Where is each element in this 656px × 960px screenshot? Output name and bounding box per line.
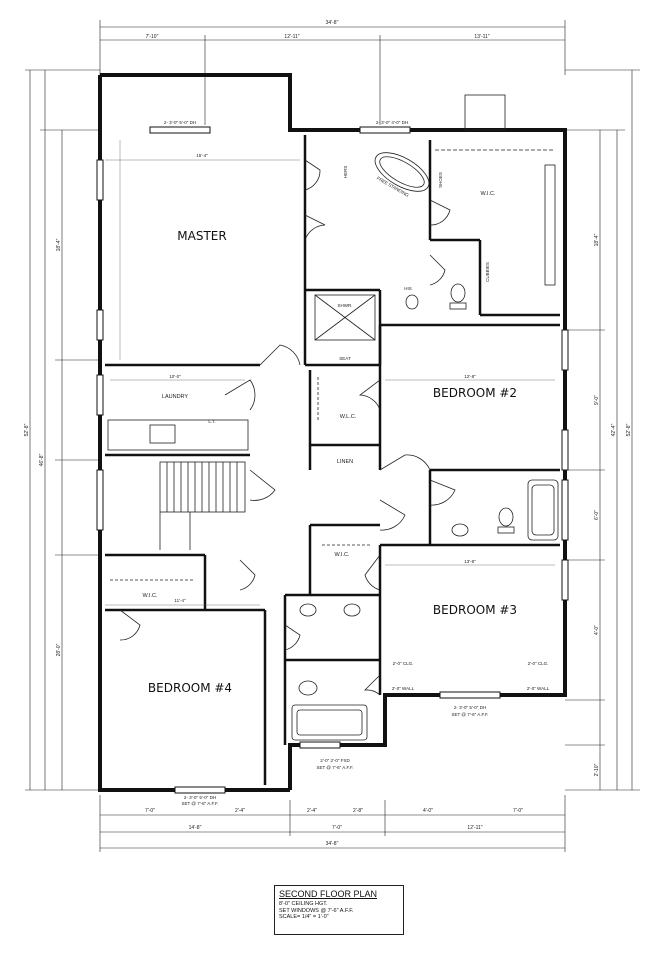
- dim-right-e: 4'-0": [594, 625, 600, 635]
- tub-icon: [374, 152, 430, 192]
- bottom-dimensions: [99, 795, 566, 852]
- dim-bottom-left: 14'-8": [189, 825, 202, 831]
- room-seat: SEAT: [339, 356, 351, 361]
- room-free-standing: FREE STANDING: [376, 175, 410, 198]
- room-master: MASTER: [177, 229, 226, 243]
- dim-bed4-width: 11'-4": [174, 598, 186, 603]
- dim-bed2-width: 12'-8": [464, 374, 476, 379]
- room-linen: LINEN: [337, 459, 353, 465]
- fixtures: [107, 149, 559, 741]
- window-label-bed4-set: SET @ 7'-6" A.F.F.: [182, 801, 219, 806]
- dim-bot-c: 2'-4": [307, 808, 317, 814]
- room-bedroom-2: BEDROOM #2: [433, 386, 517, 400]
- room-bedroom-3: BEDROOM #3: [433, 603, 517, 617]
- scale-note: SCALE= 1/4" = 1'-0": [279, 914, 329, 920]
- dim-bot-d: 2'-8": [353, 808, 363, 814]
- chimney-outline: [464, 94, 506, 131]
- toilet-icon: [450, 283, 466, 303]
- left-dimensions: [25, 69, 100, 791]
- room-shower: SHWR.: [338, 303, 353, 308]
- doors: [119, 159, 456, 696]
- dim-left-b: 18'-4": [56, 238, 62, 251]
- dim-bot-f: 7'-0": [513, 808, 523, 814]
- dim-left-c: 28'-0": [56, 643, 62, 656]
- dim-bot-e: 4'-0": [423, 808, 433, 814]
- room-shoes: SHOES: [438, 172, 443, 188]
- window-label-bed4: 2- 3'-0" 5'-0" DH: [184, 795, 216, 800]
- window-label-bath: 2'-0" 2'-0" FXD: [320, 758, 350, 763]
- window-labels: 2- 3'-0" 5'-0" DH 2- 3'-0" 4'-0" DH 2- 3…: [164, 120, 489, 806]
- dim-bottom-overall: 34'-8": [326, 841, 339, 847]
- window-label-bath-set: SET @ 7'-6" A.F.F.: [317, 765, 354, 770]
- label-clos-b: 2'-0" CLG.: [528, 661, 549, 666]
- dim-bottom-right: 12'-11": [467, 825, 482, 831]
- title-block: SECOND FLOOR PLAN 8'-0" CEILING HGT. SET…: [274, 885, 404, 935]
- dim-top-left: 7'-10": [146, 34, 159, 40]
- interior-walls: [105, 135, 560, 785]
- dim-top-mid: 12'-11": [284, 34, 299, 40]
- room-wlc: W.L.C.: [340, 414, 357, 420]
- dim-bed3-width: 13'-8": [464, 559, 476, 564]
- room-size-labels: 15'-4" 12'-8" 13'-8" 11'-4" 10'-0": [169, 153, 476, 603]
- right-dimensions: [565, 69, 640, 791]
- window-label-bed3: 2- 3'-0" 5'-0" DH: [454, 705, 486, 710]
- dim-bot-b: 2'-4": [235, 808, 245, 814]
- dim-right-f: 2'-10": [594, 763, 600, 776]
- dim-right-a: 42'-4": [611, 423, 617, 436]
- room-wic-master: W.I.C.: [481, 191, 496, 197]
- plan-title: SECOND FLOOR PLAN: [279, 889, 378, 899]
- window-set-note: SET WINDOWS @ 7'-6" A.F.F.: [279, 907, 354, 914]
- label-wall-b: 2'-0" WALL: [527, 686, 550, 691]
- dim-overall-top: 34'-8": [326, 20, 339, 26]
- misc-labels: 2'-0" WALL 2'-0" WALL 2'-0" CLG. 2'-0" C…: [392, 661, 550, 691]
- window-label-top-mid: 2- 3'-0" 4'-0" DH: [376, 120, 408, 125]
- windows: [96, 126, 569, 794]
- room-dim-lines: [105, 140, 555, 606]
- window-label-bed3-set: SET @ 7'-6" A.F.F.: [452, 712, 489, 717]
- dim-top-right: 13'-11": [474, 34, 489, 40]
- dim-right-b: 18'-4": [594, 233, 600, 246]
- room-wic-3: W.I.C.: [335, 552, 350, 558]
- room-hers: HERS: [343, 166, 348, 179]
- top-dimensions: [99, 20, 566, 125]
- room-his: HIS: [404, 286, 412, 291]
- window-label-top-left: 2- 3'-0" 5'-0" DH: [164, 120, 196, 125]
- label-wall-a: 2'-0" WALL: [392, 686, 415, 691]
- label-clos-a: 2'-0" CLG.: [393, 661, 414, 666]
- dim-right-overall: 52'-8": [626, 423, 632, 436]
- dim-bot-a: 7'-0": [145, 808, 155, 814]
- dim-left-a: 46'-8": [39, 453, 45, 466]
- room-wic-4: W.I.C.: [143, 593, 158, 599]
- dim-right-d: 6'-0": [594, 510, 600, 520]
- dim-right-c: 9'-0": [594, 395, 600, 405]
- room-laundry: LAUNDRY: [162, 394, 189, 400]
- ceiling-height-note: 8'-0" CEILING HGT.: [279, 901, 328, 907]
- dim-master-width: 15'-4": [196, 153, 208, 158]
- room-bedroom-4: BEDROOM #4: [148, 681, 232, 695]
- dim-bottom-mid: 7'-0": [332, 825, 342, 831]
- dim-laundry-width: 10'-0": [169, 374, 181, 379]
- stairs: [159, 461, 246, 550]
- room-cubbies: CUBBIES: [485, 262, 490, 282]
- dim-left-overall: 52'-8": [24, 423, 30, 436]
- room-labels: MASTER BEDROOM #2 BEDROOM #3 BEDROOM #4 …: [143, 166, 518, 695]
- room-lt: L.T.: [208, 419, 215, 424]
